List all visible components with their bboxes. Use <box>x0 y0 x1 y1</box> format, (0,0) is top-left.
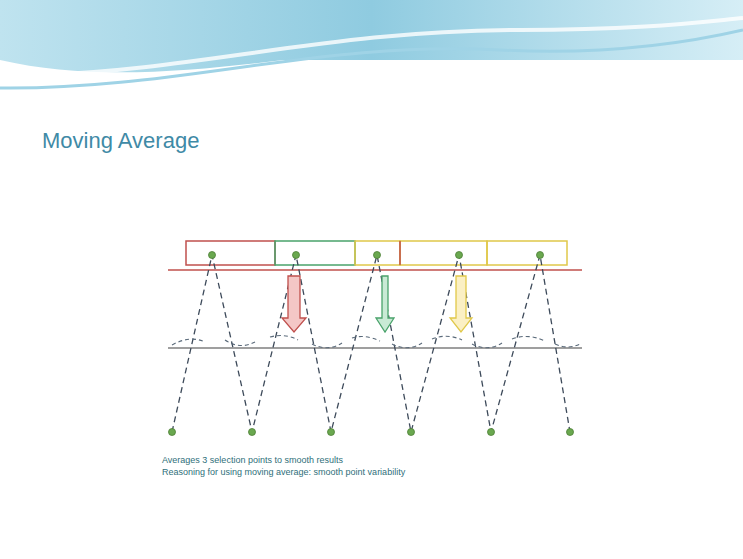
header-swoosh <box>40 18 743 75</box>
smoothed-signal <box>172 336 580 348</box>
window-box <box>400 241 487 265</box>
caption-line: Reasoning for using moving average: smoo… <box>162 467 405 477</box>
window-box <box>186 241 275 265</box>
window-edge <box>399 241 401 265</box>
max-line <box>168 269 582 271</box>
caption-line: Averages 3 selection points to smooth re… <box>162 455 343 465</box>
chart-ground <box>158 228 614 453</box>
avg-arrow <box>282 276 306 332</box>
avg-arrow <box>376 276 394 332</box>
window-box <box>275 241 355 265</box>
avg-arrow <box>450 276 472 332</box>
sample-dots <box>169 252 574 436</box>
window-box <box>355 241 400 265</box>
mean-line <box>168 347 582 348</box>
slide-title: Moving Average <box>42 128 199 154</box>
window-box <box>487 241 567 265</box>
